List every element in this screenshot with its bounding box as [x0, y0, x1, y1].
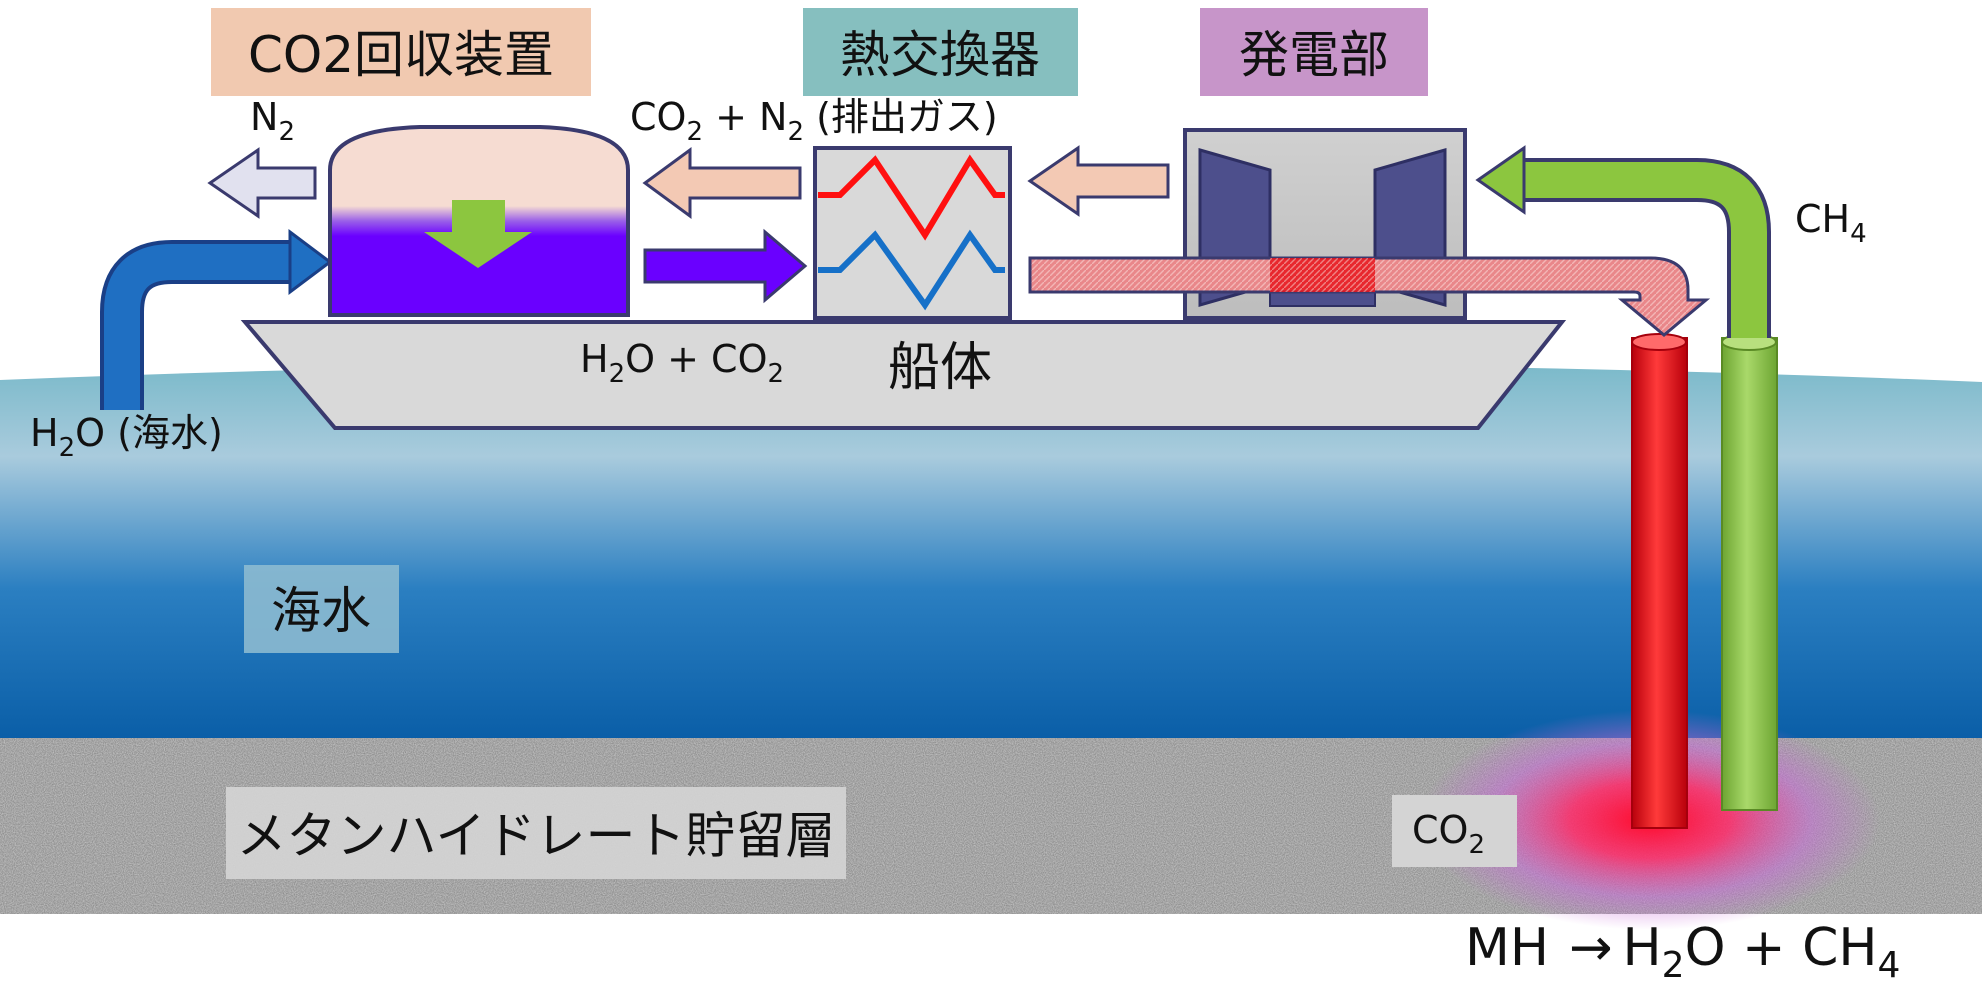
co2-unit-label: CO2回収装置	[248, 26, 554, 84]
reservoir-label-box	[226, 787, 846, 879]
ch4-production-pipe	[1721, 337, 1778, 811]
hull-label: 船体	[888, 338, 992, 398]
co2-flow-arrow	[1028, 256, 1711, 337]
ch4-feed-arrow	[1520, 162, 1767, 338]
n2-exhaust-arrow	[207, 147, 317, 219]
seawater-body	[0, 362, 1982, 740]
hot-coil	[818, 154, 1005, 241]
ch4-label: CH4	[1795, 197, 1867, 249]
seawater-intake-arrow	[104, 244, 296, 410]
ch4-feed-arrowhead	[1475, 145, 1526, 215]
power-unit-label: 発電部	[1239, 26, 1389, 84]
ship-hull	[240, 320, 1567, 430]
co2-unit-label-box	[211, 8, 591, 96]
co2-flow-through-turbine	[1270, 258, 1375, 292]
absorption-down-arrow	[424, 200, 532, 268]
exhaust-to-tank-arrow	[642, 147, 802, 219]
n2-label: N2	[250, 95, 295, 147]
h2o-co2-label: H2O + CO2	[580, 337, 784, 389]
co2-pipe-top	[1631, 333, 1687, 351]
seawater-label-box	[244, 565, 399, 653]
reaction-formula: MH→H2O + CH4	[1465, 918, 1900, 986]
heat-exchanger-label: 熱交換器	[840, 26, 1040, 84]
seawater-intake-arrowhead	[288, 229, 333, 295]
co2-reservoir-label-box	[1392, 795, 1517, 867]
co2-injection-pipe	[1631, 337, 1688, 829]
reservoir-label: メタンハイドレート貯留層	[237, 807, 836, 865]
h2o-seawater-label: H2O (海水)	[30, 411, 223, 463]
exhaust-to-exchanger-arrow	[1027, 145, 1170, 217]
seawater-label: 海水	[271, 582, 371, 640]
cold-coil	[818, 229, 1005, 311]
co2-reservoir-label: CO2	[1412, 808, 1485, 860]
exhaust-gas-label: CO2 + N2 (排出ガス)	[630, 95, 998, 147]
heat-exchanger-label-box	[803, 8, 1078, 96]
solvent-to-exchanger-arrow	[643, 228, 808, 304]
power-unit-label-box	[1200, 8, 1428, 96]
